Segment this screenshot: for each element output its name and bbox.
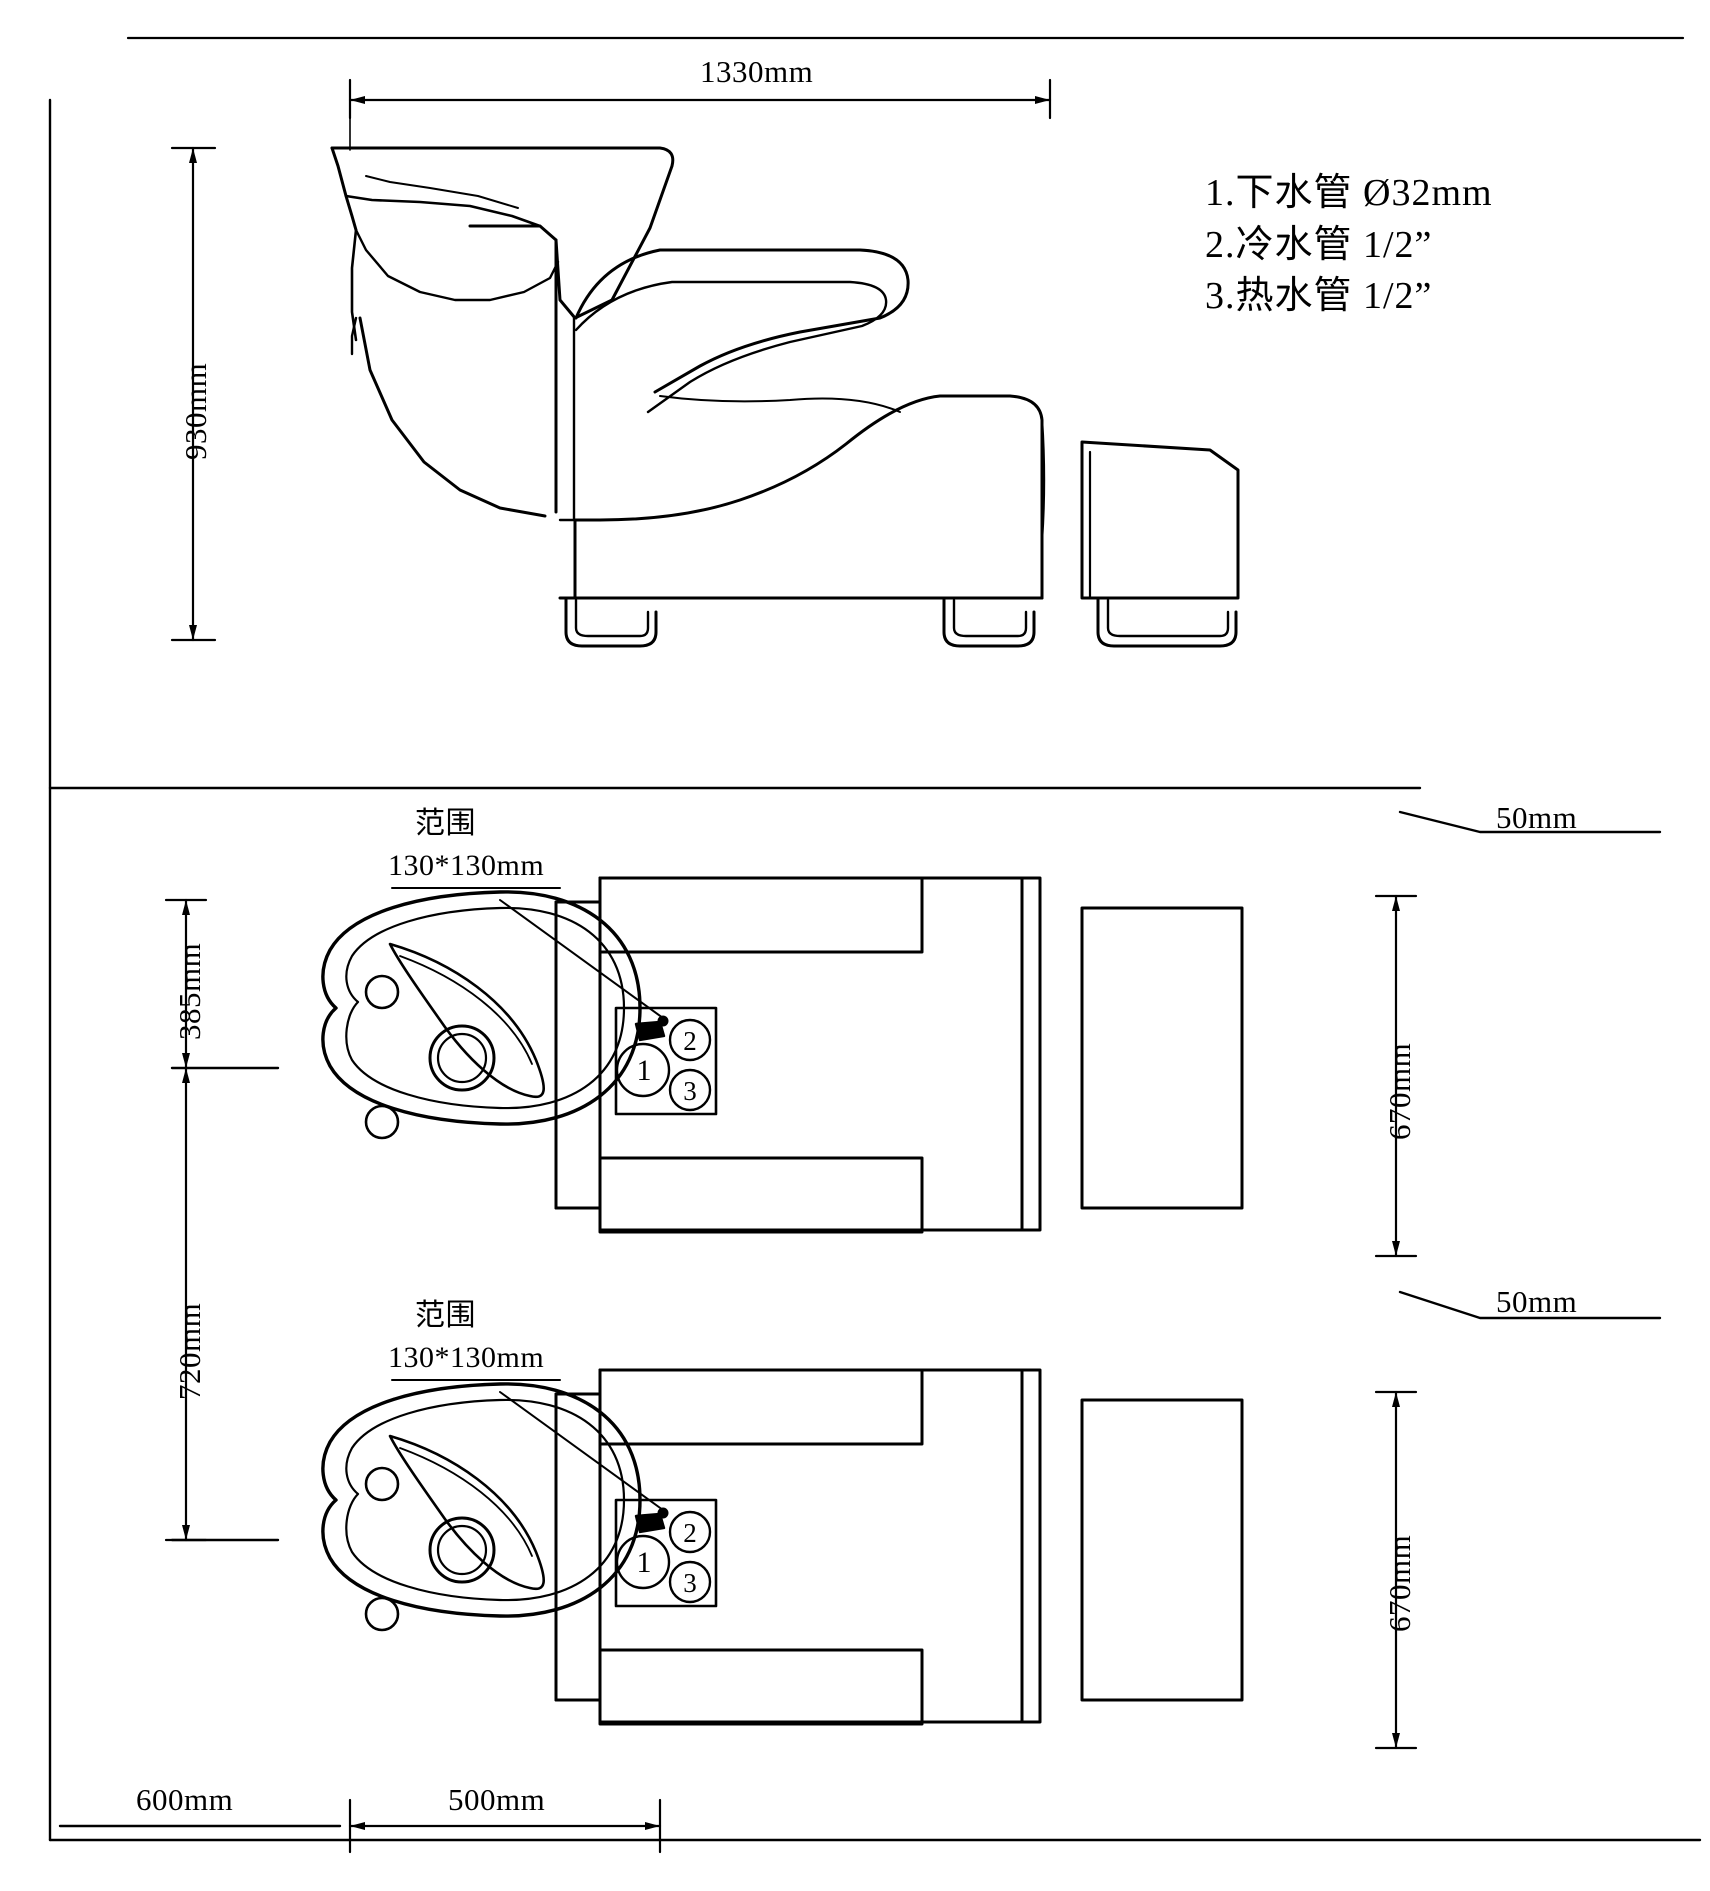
legend-item-hot-water: 3.热水管 1/2” <box>1205 275 1433 318</box>
unit-2-callout-title: 范围 <box>415 1299 476 1332</box>
legend-item-drain: 1.下水管 Ø32mm <box>1205 172 1493 214</box>
plan-bottom-dimension-left: 600mm <box>136 1782 234 1817</box>
plan-right-dimension-unit-bottom: 670mm <box>1382 1534 1417 1632</box>
plan-gap-dimension-top: 50mm <box>1496 800 1578 835</box>
unit-2-callout-size: 130*130mm <box>388 1341 545 1374</box>
legend-item-cold-water: 2.冷水管 1/2” <box>1205 223 1433 266</box>
plan-gap-dimension-bottom: 50mm <box>1496 1284 1578 1319</box>
unit-1-port-1-label: 1 <box>636 1054 652 1087</box>
plan-right-dimension-unit-top: 670mm <box>1382 1042 1417 1140</box>
plan-left-dimension-upper: 385mm <box>172 942 207 1040</box>
pipe-legend: 1.下水管 Ø32mm 2.冷水管 1/2” 3.热水管 1/2” <box>1205 168 1493 323</box>
unit-2-port-3-label: 3 <box>683 1568 697 1598</box>
plan-left-dimension-lower: 720mm <box>172 1302 207 1400</box>
unit-1-port-3-label: 3 <box>683 1076 697 1106</box>
elevation-width-dimension: 1330mm <box>700 54 814 89</box>
unit-2-port-2-label: 2 <box>683 1518 697 1548</box>
plan-bottom-dimension-right: 500mm <box>448 1782 546 1817</box>
unit-1-callout-size: 130*130mm <box>388 849 545 882</box>
elevation-height-dimension: 930mm <box>178 362 213 460</box>
unit-1-port-2-label: 2 <box>683 1026 697 1056</box>
unit-2-port-1-label: 1 <box>636 1546 652 1579</box>
unit-1-callout-title: 范围 <box>415 807 476 840</box>
